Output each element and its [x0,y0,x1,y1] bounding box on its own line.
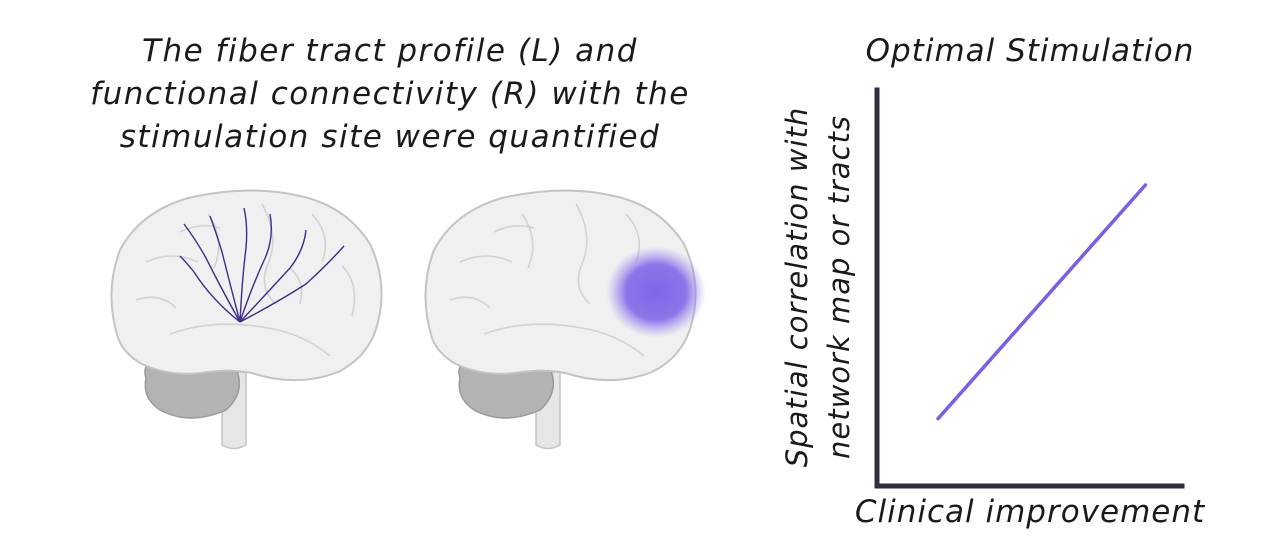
chart-title: Optimal Stimulation [865,33,1195,69]
right-brain [424,189,706,450]
caption-line-3: stimulation site were quantified [119,119,661,155]
y-axis-label: Spatial correlation with network map or … [776,87,860,487]
x-axis-label: Clinical improvement [854,494,1206,530]
caption-line-2: functional connectivity (R) with the [90,76,690,112]
figure-caption: The fiber tract profile (L) and function… [40,30,740,159]
left-sulci [135,203,356,357]
fiber-tracts [179,207,345,323]
chart-plot [874,87,1185,489]
brain-illustrations [110,189,706,450]
series-line-0 [936,183,1148,421]
left-cerebrum [110,189,383,382]
y-axis-label-line-2: network map or tracts [822,115,856,460]
caption-line-1: The fiber tract profile (L) and [142,33,638,69]
y-axis-label-line-1: Spatial correlation with [780,106,814,468]
stimulation-site [606,246,706,338]
series-layer [936,183,1148,421]
left-brain [110,189,383,450]
